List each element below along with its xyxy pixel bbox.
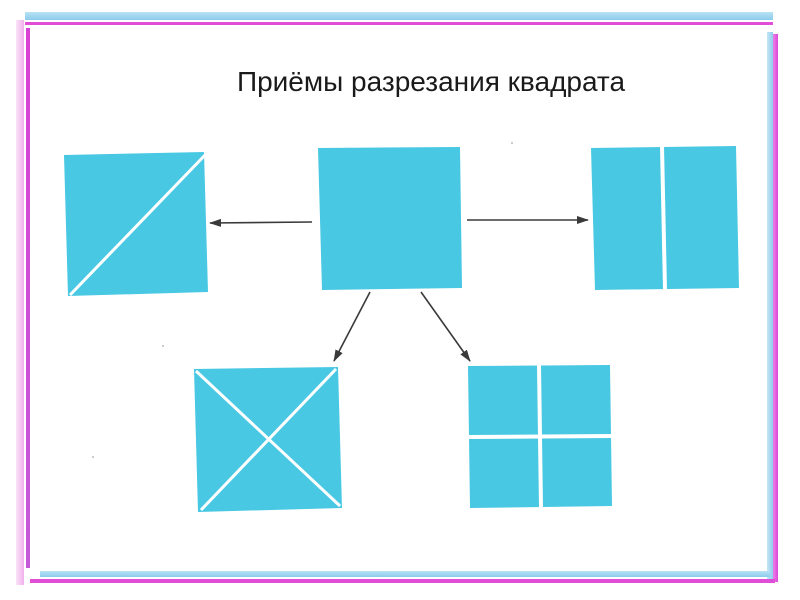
scan-speck: [511, 142, 513, 144]
scan-speck: [162, 345, 164, 347]
frame-left-pink-bar: [16, 20, 24, 585]
square-cut-vertical-halves: [591, 145, 739, 291]
frame-left-magenta-bar: [26, 28, 30, 568]
source-square: [318, 147, 462, 290]
frame-right-blue-bar: [767, 32, 773, 580]
square-cut-diagonal: [64, 151, 209, 297]
square-cut-quarters: [467, 364, 613, 509]
square-cut-both-diagonals: [194, 367, 342, 512]
scan-speck: [92, 456, 94, 458]
arrow-to-quarters: [420, 291, 471, 362]
frame-bottom-magenta-bar: [30, 579, 775, 583]
frame-top-blue-bar: [25, 12, 773, 20]
frame-bottom-blue-bar: [40, 571, 770, 577]
frame-top-magenta-bar: [25, 22, 773, 25]
slide-title: Приёмы разрезания квадрата: [236, 66, 626, 97]
frame-right-magenta-bar: [773, 34, 778, 582]
arrow-to-diagonal: [209, 218, 313, 227]
arrow-to-both-diagonals: [333, 291, 371, 362]
